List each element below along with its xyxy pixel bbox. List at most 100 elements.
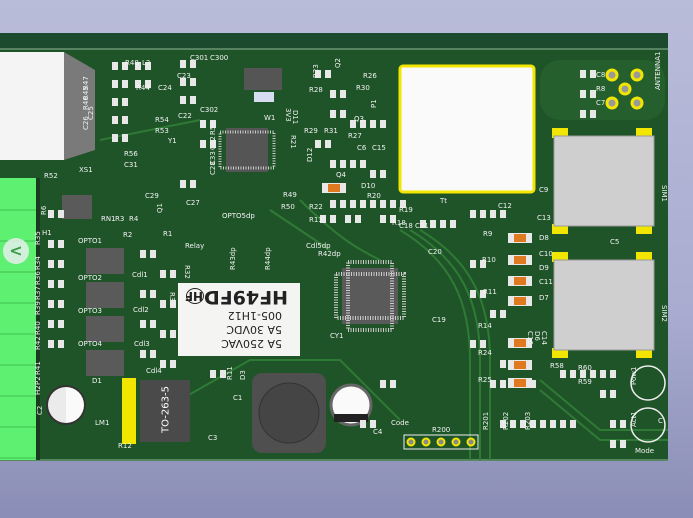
silkscreen-label: R10 bbox=[482, 256, 496, 264]
relay-model: HF49FD bbox=[203, 286, 288, 308]
code-header-pins bbox=[406, 437, 476, 447]
silkscreen-label: R47 bbox=[82, 76, 90, 90]
silkscreen-label: R6 bbox=[40, 205, 48, 215]
silkscreen-label: C6 bbox=[357, 144, 367, 152]
silkscreen-label: Code bbox=[391, 419, 409, 427]
silkscreen-label: R9 bbox=[483, 230, 492, 238]
silkscreen-label: R35 bbox=[34, 231, 42, 245]
silkscreen-label: C300 bbox=[210, 54, 228, 62]
silkscreen-label: R27 bbox=[348, 132, 362, 140]
silkscreen-label: C301 bbox=[190, 54, 208, 62]
silkscreen-label: R50 bbox=[281, 203, 295, 211]
silkscreen-label: Q3 bbox=[354, 115, 364, 123]
silkscreen-label: R28 bbox=[309, 86, 323, 94]
silkscreen-label: C26 bbox=[82, 116, 90, 130]
silkscreen-label: R203 bbox=[524, 412, 532, 430]
silkscreen-label: R200 bbox=[432, 426, 450, 434]
silkscreen-label: C16 bbox=[526, 331, 534, 345]
silkscreen-label: C28 bbox=[209, 161, 217, 175]
silkscreen-label: H2 bbox=[34, 385, 42, 395]
silkscreen-label: P1 bbox=[370, 99, 378, 108]
silkscreen-label: R19 bbox=[399, 206, 413, 214]
silkscreen-label: R46 bbox=[82, 96, 90, 110]
silkscreen-label: C10 bbox=[539, 250, 553, 258]
relay-rating-ac: 5A 250VAC bbox=[221, 337, 282, 350]
silkscreen-label: R48 bbox=[125, 59, 139, 67]
silkscreen-label: D9 bbox=[539, 264, 549, 272]
silkscreen-label: C27 bbox=[186, 199, 200, 207]
code-header bbox=[403, 434, 479, 450]
silkscreen-label: R20 bbox=[367, 192, 381, 200]
silkscreen-label: R26 bbox=[363, 72, 377, 80]
silkscreen-label: R14 bbox=[478, 322, 492, 330]
silkscreen-label: R54 bbox=[155, 116, 169, 124]
silkscreen-label: R39 bbox=[34, 301, 42, 315]
silkscreen-label: R53 bbox=[155, 127, 169, 135]
silkscreen-label: 3V3 bbox=[284, 108, 292, 122]
silkscreen-label: D1 bbox=[92, 377, 102, 385]
silkscreen-label: R55 bbox=[209, 121, 217, 135]
silkscreen-label: C33 bbox=[209, 151, 217, 165]
silkscreen-label: P2 bbox=[34, 376, 42, 385]
silkscreen-label: RN1 bbox=[101, 215, 116, 223]
silkscreen-label: R42dp bbox=[318, 250, 341, 258]
silkscreen-label: L2 bbox=[142, 59, 150, 67]
silkscreen-label: C15 bbox=[372, 144, 386, 152]
chevron-left-icon: < bbox=[9, 241, 23, 260]
silkscreen-label: R24 bbox=[478, 349, 492, 357]
silkscreen-label: SIM2 bbox=[660, 305, 668, 322]
silkscreen-label: C29 bbox=[145, 192, 159, 200]
silkscreen-label: R49 bbox=[283, 191, 297, 199]
silkscreen-label: R13 bbox=[309, 216, 323, 224]
silkscreen-label: Cdl2 bbox=[133, 306, 149, 314]
silkscreen-label: C1 bbox=[233, 394, 242, 402]
silkscreen-label: C3 bbox=[208, 434, 217, 442]
ldo-regulator bbox=[244, 68, 282, 90]
silkscreen-label: OPTO5dp bbox=[222, 212, 255, 220]
silkscreen-label: R11 bbox=[483, 288, 497, 296]
silkscreen-label: W1 bbox=[264, 114, 275, 122]
silkscreen-label: C9 bbox=[539, 186, 548, 194]
silkscreen-label: R30 bbox=[356, 84, 370, 92]
silkscreen-label: R40 bbox=[34, 321, 42, 335]
activity-led bbox=[630, 407, 666, 443]
voltage-regulator-lm1: TO-263-5 bbox=[140, 380, 190, 442]
silkscreen-label: R59 bbox=[578, 378, 592, 386]
silkscreen-label: R45 bbox=[82, 86, 90, 100]
silkscreen-label: C7 bbox=[596, 99, 605, 107]
antenna-connector bbox=[605, 68, 644, 110]
copper-traces bbox=[99, 119, 668, 460]
silkscreen-label: R2 bbox=[123, 231, 132, 239]
relay-rating-dc: 5A 30VDC bbox=[226, 323, 282, 336]
silkscreen-label: R4 bbox=[129, 215, 139, 223]
silkscreen-label: D8 bbox=[539, 234, 549, 242]
silkscreen-label: R44dp bbox=[264, 247, 272, 270]
silkscreen-label: R23 bbox=[312, 64, 320, 78]
silkscreen-label: D6 bbox=[533, 331, 541, 341]
relay-logo: HF bbox=[184, 288, 204, 304]
silkscreen-label: Cdl4 bbox=[146, 367, 162, 375]
silkscreen-label: C8 bbox=[596, 71, 605, 79]
silkscreen-label: C31 bbox=[124, 161, 138, 169]
silkscreen-label: C20 bbox=[428, 248, 442, 256]
silkscreen-label: R34 bbox=[34, 256, 42, 270]
silkscreen-label: Y1 bbox=[167, 137, 177, 145]
optocouplers bbox=[62, 195, 124, 376]
silkscreen-label: C23 bbox=[177, 72, 191, 80]
silkscreen-label: R202 bbox=[502, 412, 510, 430]
mcu-chip bbox=[226, 128, 268, 172]
silkscreen-label: Act1 bbox=[630, 411, 638, 427]
board-edge-strip bbox=[0, 33, 668, 49]
silkscreen-label: D11 bbox=[291, 110, 299, 124]
silkscreen-label: C32 bbox=[209, 136, 217, 150]
silkscreen-label: R36 bbox=[34, 271, 42, 285]
silkscreen-label: Cdl1 bbox=[132, 271, 148, 279]
previous-image-button[interactable]: < bbox=[3, 238, 29, 264]
silkscreen-label: C13 bbox=[537, 214, 551, 222]
silkscreen-label: R29 bbox=[304, 127, 318, 135]
sim-holder-2 bbox=[552, 252, 655, 358]
silkscreen-label: C24 bbox=[158, 84, 172, 92]
silkscreen-label: R25 bbox=[478, 376, 492, 384]
silkscreen-label: ANTENNA1 bbox=[654, 52, 662, 90]
rj45-connector bbox=[0, 52, 64, 160]
